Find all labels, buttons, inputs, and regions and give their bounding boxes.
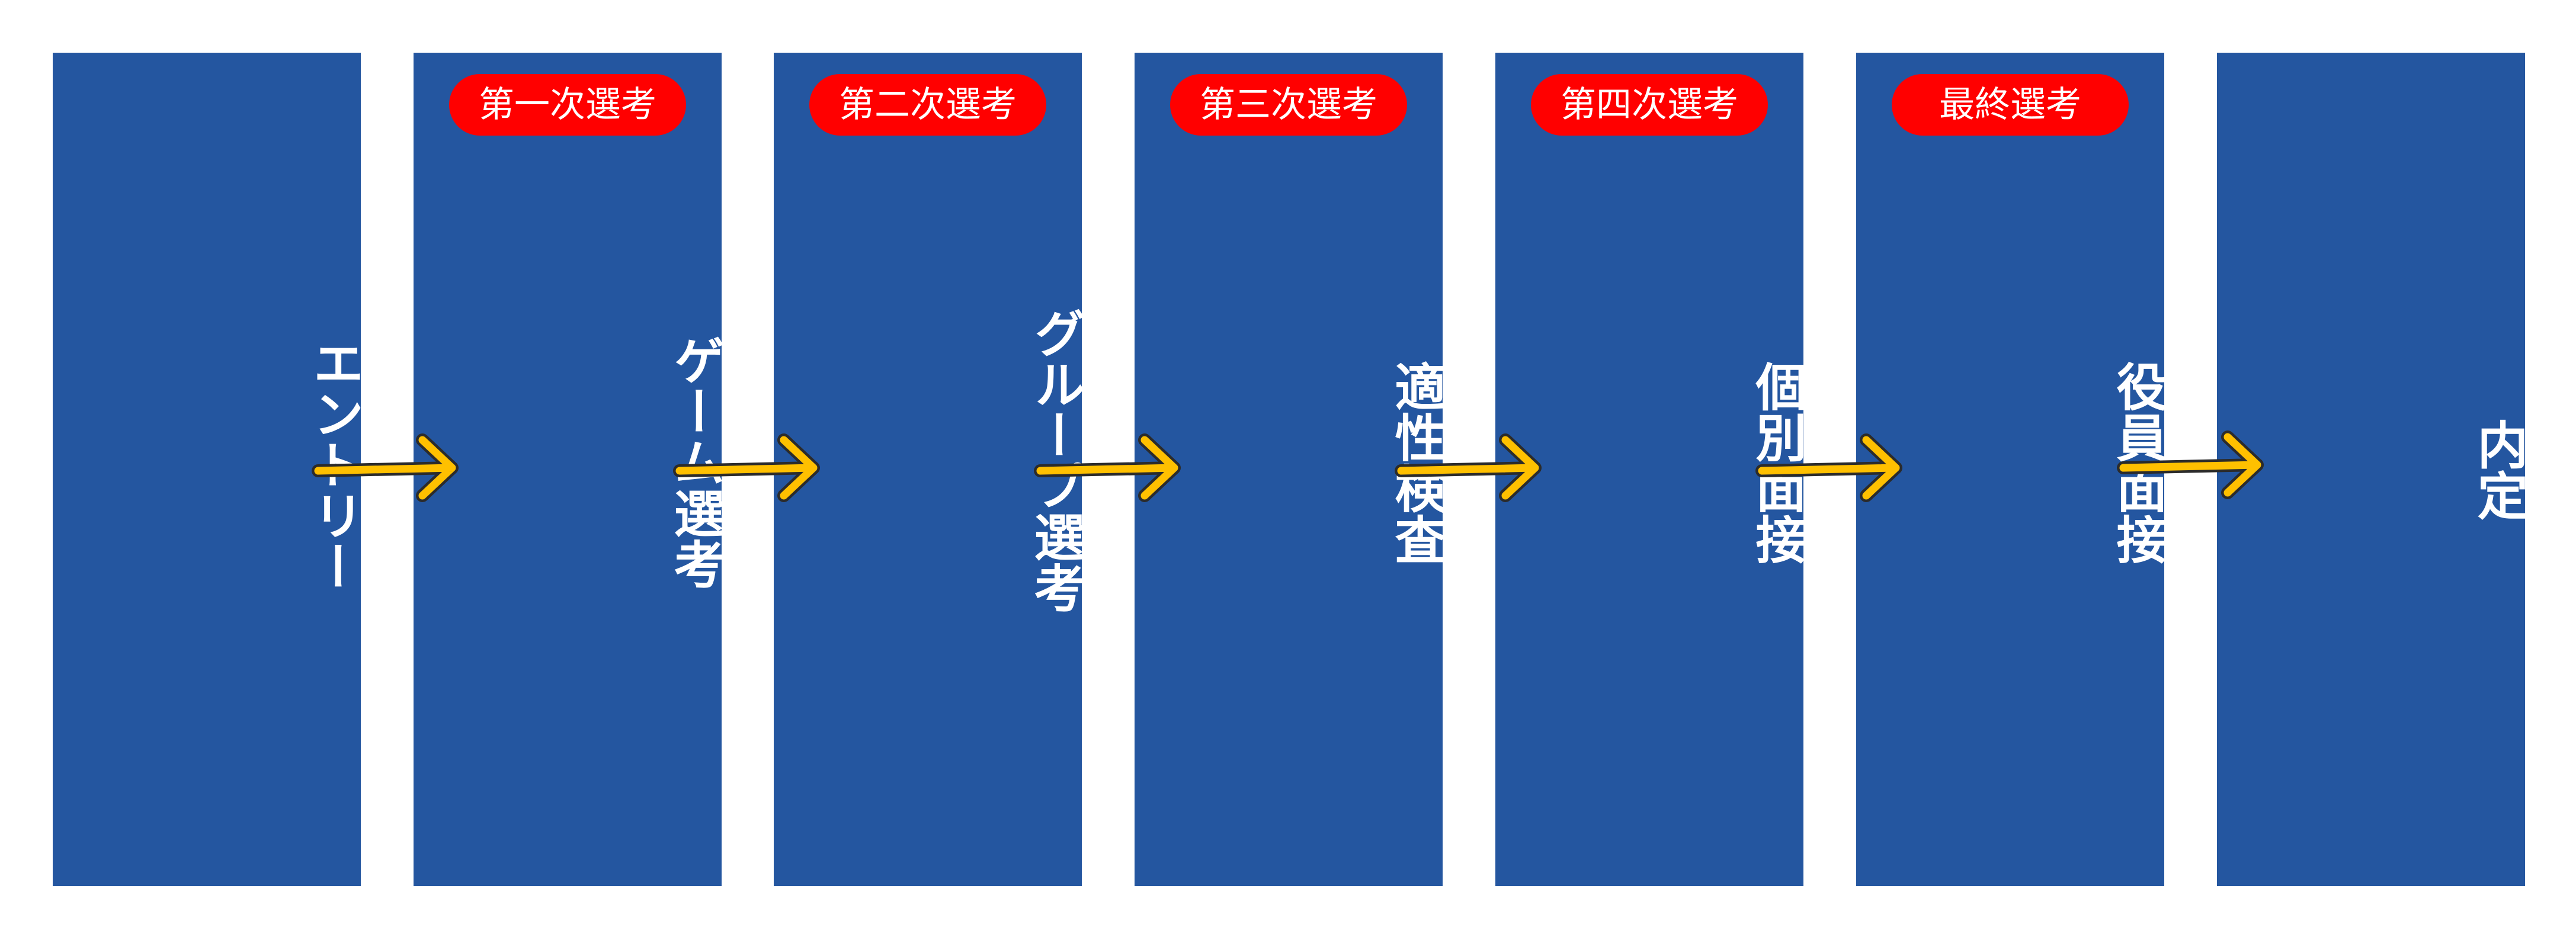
stage-group-selection: 第二次選考 グループ選考 xyxy=(774,53,1084,886)
stage-executive-interview: 最終選考 役員面接 xyxy=(1856,53,2167,886)
stage-badge: 第二次選考 xyxy=(809,74,1046,136)
stage-label: グループ選考 xyxy=(1025,307,1084,613)
right-arrow-icon xyxy=(1395,433,1542,502)
stage-offer: 内定 xyxy=(2217,53,2527,886)
stage-label: ゲーム選考 xyxy=(665,335,724,589)
stage-label: 適性検査 xyxy=(1386,361,1445,564)
stage-individual-interview: 第四次選考 個別面接 xyxy=(1495,53,1806,886)
stage-badge: 最終選考 xyxy=(1892,74,2129,136)
right-arrow-icon xyxy=(2117,431,2264,499)
stage-badge: 第一次選考 xyxy=(449,74,686,136)
stage-label: 内定 xyxy=(2468,419,2527,521)
stage-aptitude-test: 第三次選考 適性検査 xyxy=(1135,53,1445,886)
right-arrow-icon xyxy=(1034,433,1181,502)
right-arrow-icon xyxy=(312,433,459,502)
stage-label: エントリー xyxy=(304,337,363,592)
stage-game-selection: 第一次選考 ゲーム選考 xyxy=(414,53,724,886)
stage-label: 個別面接 xyxy=(1747,361,1806,564)
right-arrow-icon xyxy=(1755,433,1902,502)
stage-badge: 第三次選考 xyxy=(1170,74,1407,136)
right-arrow-icon xyxy=(673,433,820,502)
stage-badge: 第四次選考 xyxy=(1531,74,1768,136)
